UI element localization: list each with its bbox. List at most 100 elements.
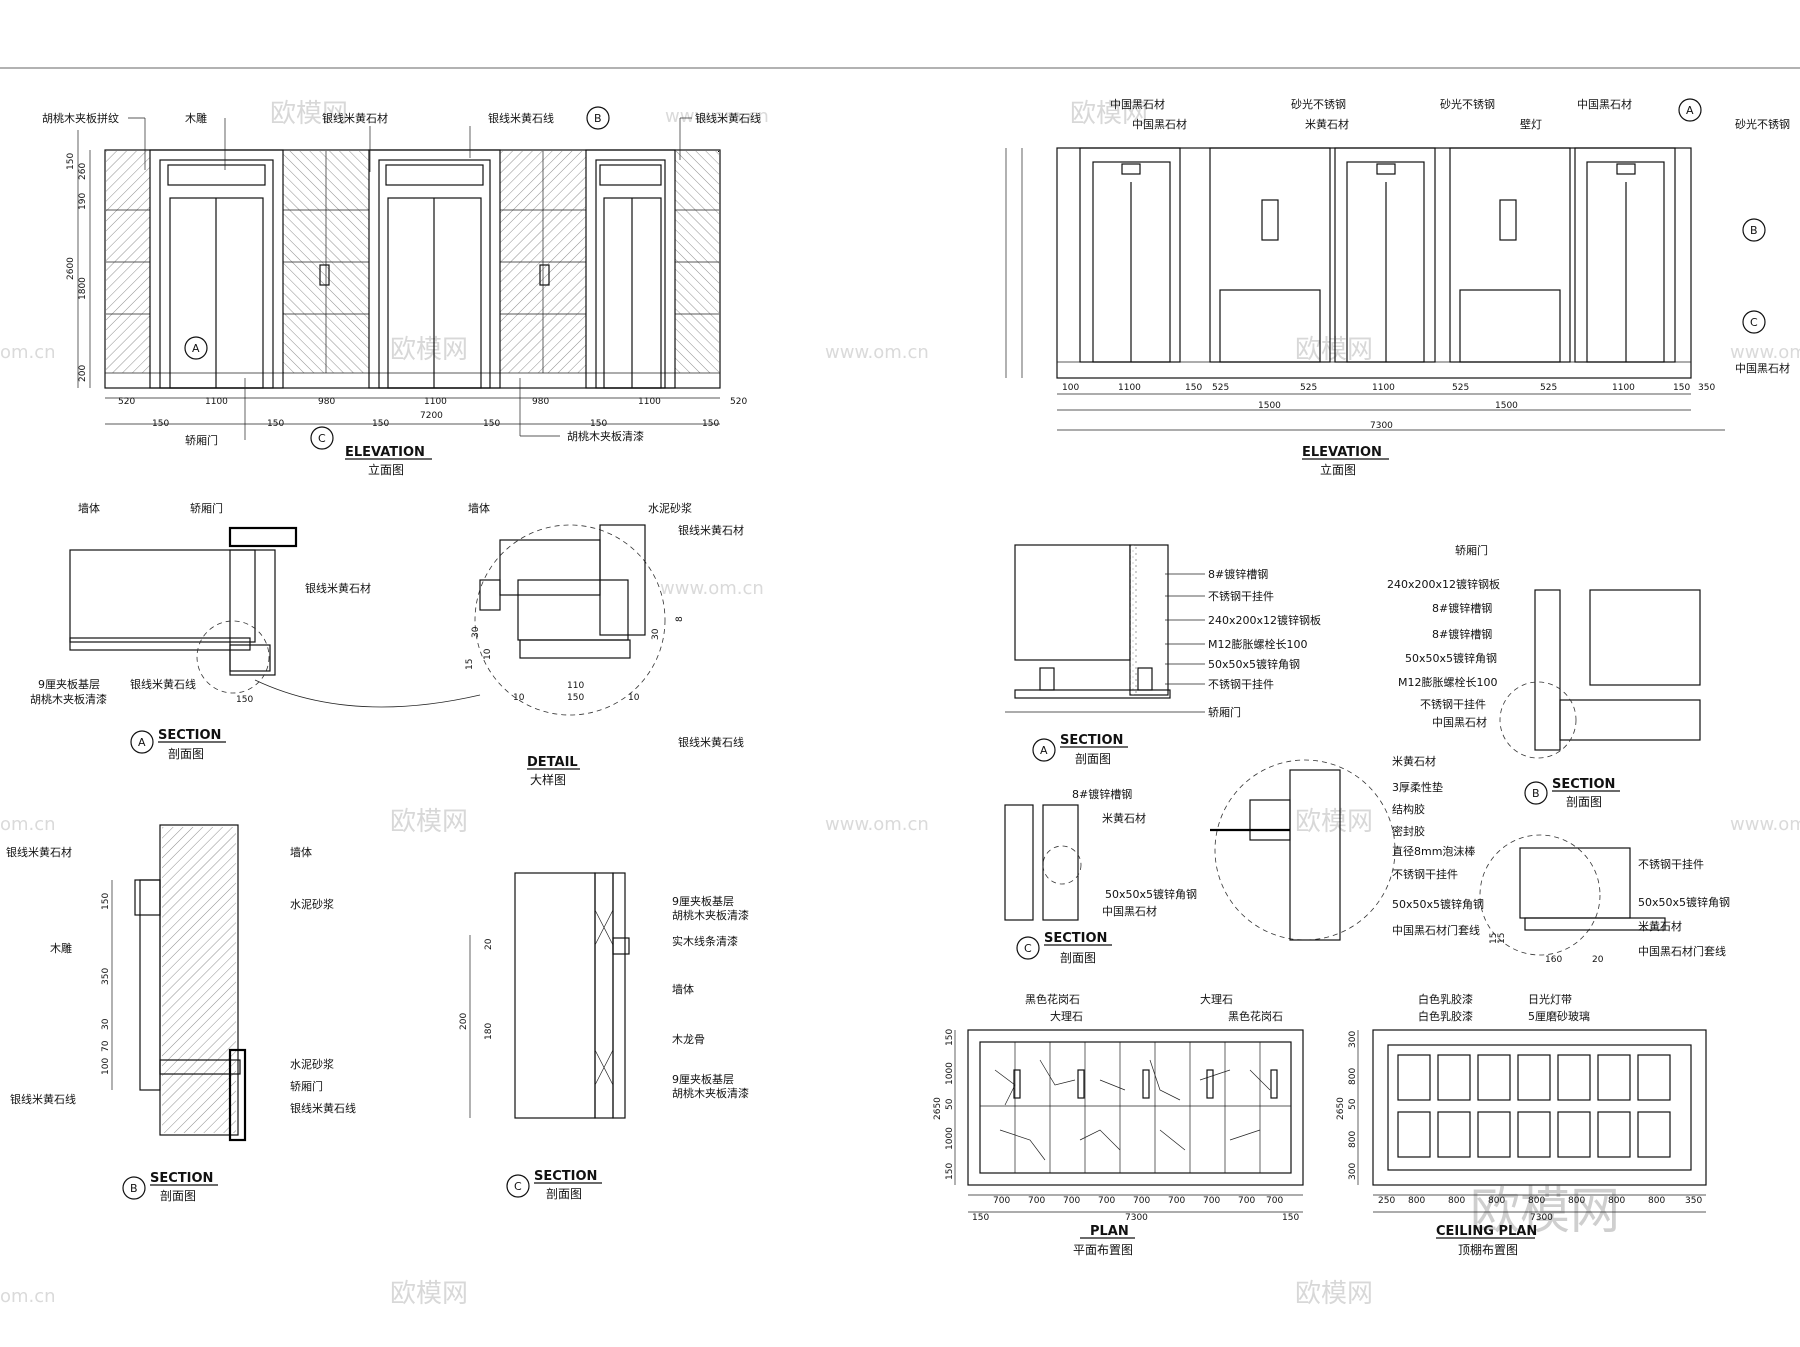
ceiling-panels xyxy=(1397,1054,1671,1158)
dim: 1000 xyxy=(945,1062,955,1085)
label: 米黄石材 xyxy=(1392,754,1436,768)
label: M12膨胀螺栓长100 xyxy=(1208,637,1307,651)
dim-left-total: 2600 xyxy=(66,257,76,280)
dim: 1100 xyxy=(1612,383,1635,393)
label-china-black: 中国黑石材 xyxy=(1577,97,1632,111)
label-beige-stone: 银线米黄石材 xyxy=(322,111,388,125)
label: 8#镀锌槽钢 xyxy=(1432,601,1492,615)
right-elevation: 100 1100 150 525 1500 525 1100 525 1500 … xyxy=(1005,97,1790,477)
label-mortar-2: 水泥砂浆 xyxy=(290,1057,334,1071)
dim: 1100 xyxy=(1372,383,1395,393)
label: 中国黑石材门套线 xyxy=(1392,923,1480,937)
watermark-brand: 欧模网 xyxy=(1295,335,1373,365)
dim: 1000 xyxy=(945,1127,955,1150)
dim: 700 xyxy=(1098,1196,1115,1206)
label-satin-steel: 砂光不锈钢 xyxy=(1440,97,1495,111)
dim: 800 xyxy=(1408,1196,1425,1206)
label-solid-wood: 实木线条清漆 xyxy=(672,934,738,948)
right-elevation-title-cn: 立面图 xyxy=(1320,462,1356,477)
title-cn: 大样图 xyxy=(530,772,566,787)
title-en: SECTION xyxy=(534,1169,597,1184)
dim: 150 xyxy=(1673,383,1690,393)
left-elevation: 150 260 190 1800 200 2600 520 1100 980 1… xyxy=(42,106,761,477)
dim: 150 xyxy=(945,1029,955,1046)
dim: 30 xyxy=(651,628,661,640)
label-wall: 墙体 xyxy=(672,982,694,996)
watermark-tail: om.cn xyxy=(0,342,56,363)
dim-total: 2650 xyxy=(933,1097,943,1120)
dim: 200 xyxy=(459,1013,469,1030)
label: M12膨胀螺栓长100 xyxy=(1398,675,1497,689)
dim-total: 7300 xyxy=(1370,421,1393,431)
title-en: CEILING PLAN xyxy=(1436,1224,1537,1239)
dim-left-1800: 1800 xyxy=(78,277,88,300)
label-walnut-paint: 胡桃木夹板清漆 xyxy=(30,692,107,706)
section-b-right: 轿厢门 240x200x12镀锌钢板 8#镀锌槽钢 8#镀锌槽钢 50x50x5… xyxy=(1387,543,1730,965)
section-a-right: 8#镀锌槽钢 不锈钢干挂件 240x200x12镀锌钢板 M12膨胀螺栓长100… xyxy=(1005,544,1321,766)
dim: 800 xyxy=(1528,1196,1545,1206)
dim: 180 xyxy=(484,1023,494,1040)
label: 50x50x5镀锌角钢 xyxy=(1105,887,1197,901)
mark-b: B xyxy=(130,1182,138,1195)
label-car-door: 轿厢门 xyxy=(290,1079,323,1093)
dim-150: 150 xyxy=(236,695,253,705)
dim: 700 xyxy=(1063,1196,1080,1206)
dim: 800 xyxy=(1608,1196,1625,1206)
title-en: SECTION xyxy=(158,728,221,743)
title-cn: 剖面图 xyxy=(1566,795,1602,809)
dim: 350 xyxy=(1685,1196,1702,1206)
dim: 160 xyxy=(1545,955,1562,965)
dim: 70 xyxy=(101,1040,111,1052)
dim: 150 xyxy=(972,1213,989,1223)
dim: 10 xyxy=(483,648,493,660)
label: 8#镀锌槽钢 xyxy=(1432,627,1492,641)
label-beige-line: 银线米黄石线 xyxy=(290,1101,356,1115)
detail: 墙体 水泥砂浆 银线米黄石材 银线米黄石线 30 10 15 110 150 1… xyxy=(465,501,744,787)
title-en: PLAN xyxy=(1090,1224,1129,1239)
dim-bottom-150: 150 xyxy=(483,419,500,429)
dim-bottom: 980 xyxy=(532,397,549,407)
label-mortar: 水泥砂浆 xyxy=(648,501,692,515)
watermark-url: www.om.cn xyxy=(825,342,929,363)
dim: 350 xyxy=(101,968,111,985)
watermark-brand: 欧模网 xyxy=(390,807,468,837)
label-china-black: 中国黑石材 xyxy=(1132,117,1187,131)
dim-left-150: 150 xyxy=(66,153,76,170)
label: 白色乳胶漆 xyxy=(1418,992,1473,1006)
dim: 15 xyxy=(1497,933,1507,944)
section-c-right: 8#镀锌槽钢 米黄石材 50x50x5镀锌角钢 中国黑石材 米黄石材 3厚柔性垫… xyxy=(1004,754,1484,965)
section-c-left: 9厘夹板基层 胡桃木夹板清漆 实木线条清漆 墙体 木龙骨 9厘夹板基层 胡桃木夹… xyxy=(459,872,749,1201)
mark-a: A xyxy=(138,736,146,749)
dim: 10 xyxy=(628,693,640,703)
mark-c: C xyxy=(318,432,326,445)
watermarks: 欧模网 欧模网 欧模网 欧模网 欧模网 欧模网 欧模网 欧模网 www.om.c… xyxy=(0,99,1800,1309)
left-elevation-title-en: ELEVATION xyxy=(345,445,425,460)
label: 直径8mm泡沫棒 xyxy=(1392,844,1475,858)
label: 中国黑石材 xyxy=(1102,904,1157,918)
label-car-door: 轿厢门 xyxy=(190,501,223,515)
label-beige-line-2: 银线米黄石线 xyxy=(10,1092,76,1106)
watermark-url: www.om.cn xyxy=(825,814,929,835)
dim: 700 xyxy=(1168,1196,1185,1206)
dim: 1100 xyxy=(1118,383,1141,393)
dim: 800 xyxy=(1568,1196,1585,1206)
dim: 20 xyxy=(484,938,494,950)
dim-total: 2650 xyxy=(1336,1097,1346,1120)
label: 不锈钢干挂件 xyxy=(1208,677,1274,691)
label: 米黄石材 xyxy=(1102,811,1146,825)
dim: 100 xyxy=(1062,383,1079,393)
dim: 525 xyxy=(1300,383,1317,393)
dim-bottom-150: 150 xyxy=(152,419,169,429)
title-cn: 剖面图 xyxy=(168,747,204,761)
label: 50x50x5镀锌角钢 xyxy=(1405,651,1497,665)
plan: 黑色花岗石 大理石 大理石 黑色花岗石 700 700 700 700 700 … xyxy=(933,992,1304,1257)
label: 不锈钢干挂件 xyxy=(1638,857,1704,871)
label: 240x200x12镀锌钢板 xyxy=(1387,577,1500,591)
dim-bottom: 520 xyxy=(730,397,747,407)
dim: 800 xyxy=(1348,1068,1358,1085)
dim: 8 xyxy=(675,616,685,622)
dim: 20 xyxy=(1592,955,1604,965)
label: 中国黑石材 xyxy=(1432,715,1487,729)
label: 50x50x5镀锌角钢 xyxy=(1208,657,1300,671)
label-wall: 墙体 xyxy=(290,845,312,859)
